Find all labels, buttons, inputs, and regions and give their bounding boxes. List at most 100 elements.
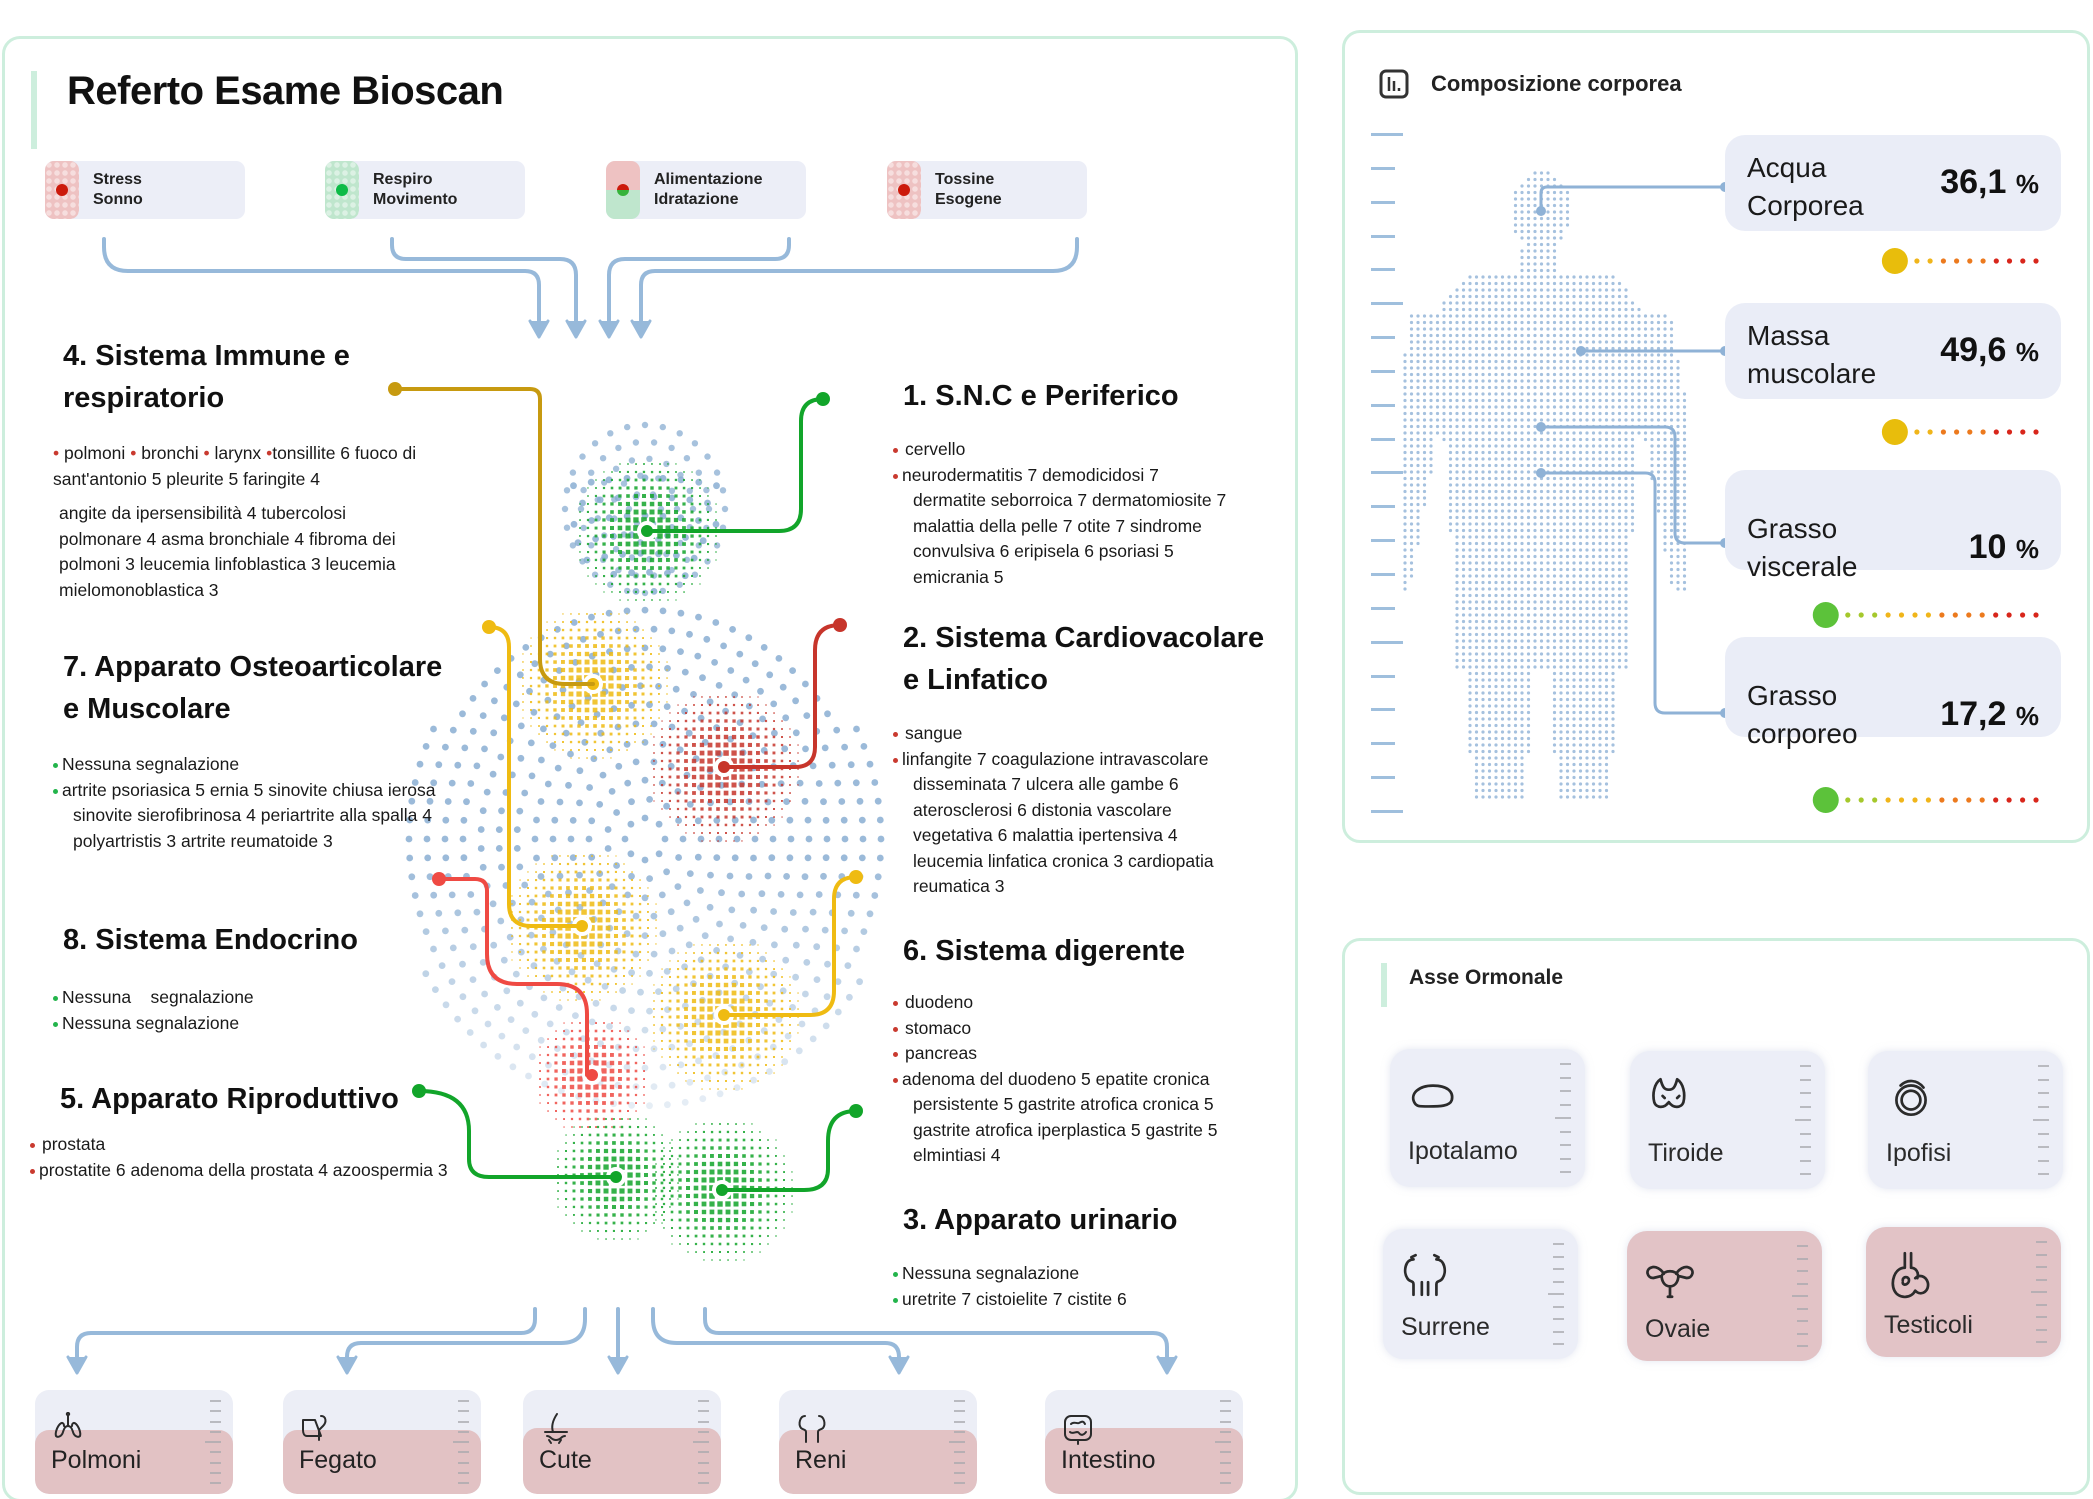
silhouette-dot <box>1604 639 1609 643</box>
organ-card-cute[interactable]: Cute <box>523 1390 721 1494</box>
silhouette-dot <box>1604 294 1609 299</box>
silhouette-dot <box>1435 379 1440 383</box>
silhouette-dot <box>1448 301 1453 305</box>
ruler-tick <box>1371 572 1395 576</box>
silhouette-dot <box>1455 574 1459 578</box>
silhouette-dot <box>1617 619 1622 624</box>
silhouette-dot <box>1585 535 1589 539</box>
silhouette-dot <box>1650 340 1654 344</box>
hormone-card-ipotalamo[interactable]: Ipotalamo <box>1390 1049 1585 1187</box>
silhouette-dot <box>1617 418 1622 422</box>
silhouette-dot <box>1585 723 1589 728</box>
organ-card-reni[interactable]: Reni <box>779 1390 977 1494</box>
silhouette-dot <box>1572 496 1576 500</box>
silhouette-dot <box>1598 281 1602 286</box>
silhouette-dot <box>1507 632 1511 637</box>
silhouette-dot <box>1630 301 1635 305</box>
silhouette-dot <box>1572 600 1576 604</box>
silhouette-dot <box>1552 665 1557 669</box>
silhouette-dot <box>1422 366 1427 370</box>
silhouette-dot <box>1403 489 1407 494</box>
silhouette-dot <box>1572 379 1576 383</box>
silhouette-dot <box>1461 385 1466 390</box>
body-dot <box>668 1081 676 1089</box>
body-dot <box>597 1040 604 1048</box>
silhouette-dot <box>1520 710 1524 715</box>
silhouette-dot <box>1630 346 1635 351</box>
hormone-card-ipofisi[interactable]: Ipofisi <box>1868 1051 2063 1189</box>
silhouette-dot <box>1676 470 1680 474</box>
section-title: 3. Apparato urinario <box>903 1204 1178 1236</box>
organ-card-polmoni[interactable]: Polmoni <box>35 1390 233 1494</box>
silhouette-dot <box>1468 294 1472 299</box>
body-dot <box>754 1053 762 1061</box>
silhouette-dot <box>1468 489 1472 494</box>
gauge-dot <box>1980 429 1986 435</box>
body-dot <box>796 779 804 787</box>
silhouette-dot <box>1526 541 1531 546</box>
silhouette-dot <box>1611 704 1615 708</box>
organ-card-intestino[interactable]: Intestino <box>1045 1390 1243 1494</box>
hormone-card-testicoli[interactable]: Testicoli <box>1866 1227 2061 1357</box>
silhouette-dot <box>1643 320 1648 325</box>
silhouette-dot <box>1494 645 1498 650</box>
silhouette-dot <box>1591 431 1596 435</box>
silhouette-dot <box>1578 476 1583 481</box>
silhouette-dot <box>1429 463 1433 468</box>
silhouette-dot <box>1539 236 1544 240</box>
silhouette-dot <box>1494 723 1498 728</box>
hormone-card-surrene[interactable]: Surrene <box>1383 1229 1578 1359</box>
silhouette-dot <box>1494 463 1498 468</box>
silhouette-dot <box>1578 457 1583 461</box>
silhouette-dot <box>1526 424 1531 429</box>
silhouette-dot <box>1474 704 1479 708</box>
bullet-green <box>893 1297 898 1303</box>
body-dot <box>677 609 685 617</box>
silhouette-dot <box>1500 450 1505 455</box>
body-dot <box>792 697 799 705</box>
silhouette-dot <box>1468 385 1472 390</box>
body-dot <box>683 899 691 907</box>
body-dot <box>606 746 614 754</box>
organ-card-fegato[interactable]: Fegato <box>283 1390 481 1494</box>
hormone-card-tiroide[interactable]: Tiroide <box>1630 1051 1825 1189</box>
silhouette-dot <box>1539 619 1544 624</box>
silhouette-dot <box>1676 392 1680 396</box>
silhouette-dot <box>1507 574 1511 578</box>
silhouette-dot <box>1533 619 1537 624</box>
body-dot <box>567 920 574 928</box>
silhouette-dot <box>1487 515 1492 520</box>
silhouette-dot <box>1448 340 1453 344</box>
silhouette-dot <box>1403 437 1407 442</box>
silhouette-dot <box>1650 346 1654 351</box>
body-dot <box>668 566 675 574</box>
silhouette-dot <box>1637 314 1641 318</box>
silhouette-dot <box>1494 522 1498 526</box>
silhouette-dot <box>1552 626 1557 630</box>
hormone-card-ovaie[interactable]: Ovaie <box>1627 1231 1822 1361</box>
lungs-icon <box>51 1411 85 1446</box>
silhouette-dot <box>1552 652 1557 656</box>
silhouette-dot <box>1559 613 1563 617</box>
silhouette-dot <box>1442 366 1446 370</box>
factor-label: Sonno <box>93 191 143 208</box>
silhouette-dot <box>1578 340 1583 344</box>
silhouette-dot <box>1481 743 1485 747</box>
silhouette-dot <box>1468 528 1472 533</box>
silhouette-dot <box>1481 340 1485 344</box>
silhouette-dot <box>1416 359 1420 364</box>
silhouette-dot <box>1442 372 1446 377</box>
silhouette-dot <box>1403 366 1407 370</box>
body-dot <box>792 941 800 949</box>
silhouette-dot <box>1474 450 1479 455</box>
silhouette-dot <box>1481 756 1485 760</box>
